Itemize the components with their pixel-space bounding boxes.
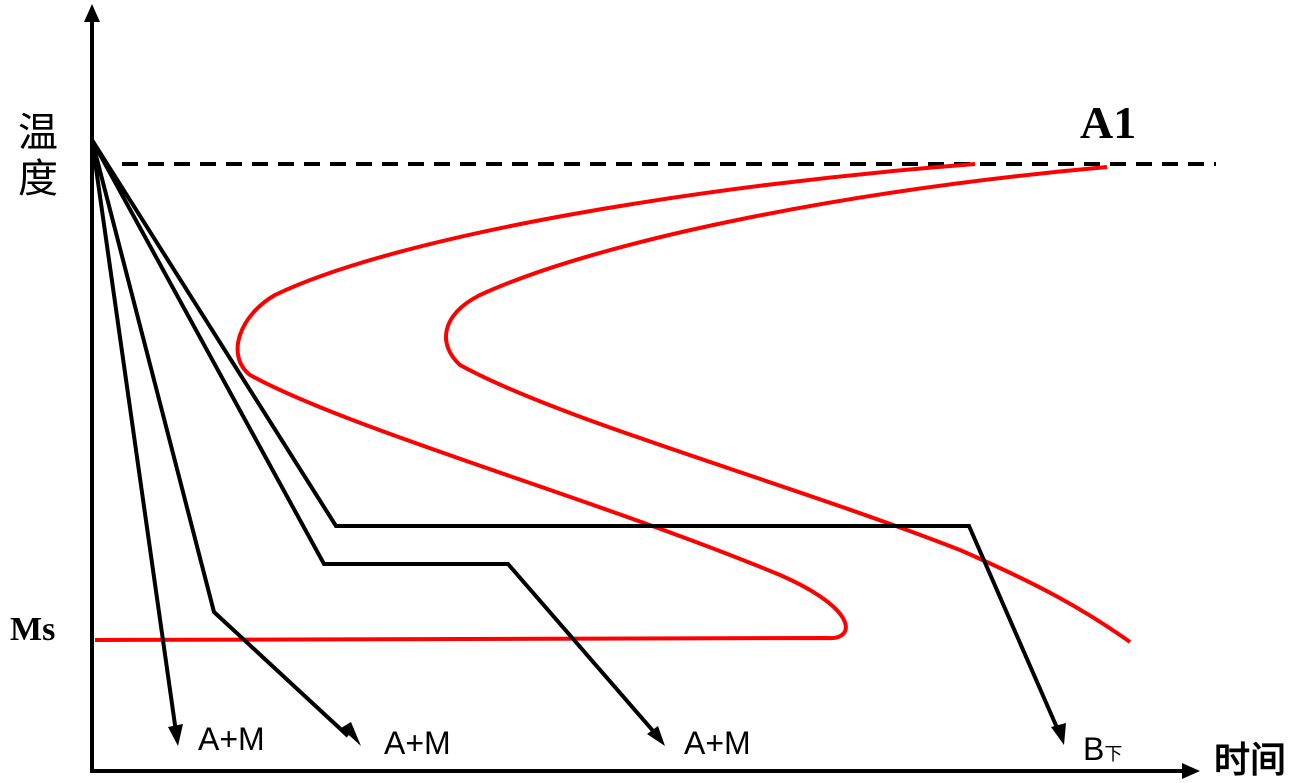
cooling-curve-3 xyxy=(90,139,656,734)
a1-label: A1 xyxy=(1080,97,1136,148)
product-label-3: A+M xyxy=(684,725,751,761)
ms-label: Ms xyxy=(10,611,55,648)
cooling-curve-1-arrowhead xyxy=(168,724,183,746)
product-label-4-main: B xyxy=(1083,731,1104,767)
y-axis-label-line-2: 度 xyxy=(18,156,58,202)
x-axis-label: 时间 xyxy=(1214,740,1286,781)
product-label-1: A+M xyxy=(198,721,265,757)
cooling-curve-4-arrowhead xyxy=(1051,723,1066,745)
cooling-curve-1 xyxy=(90,139,178,733)
cooling-curve-2-arrowhead xyxy=(341,722,361,746)
product-label-4-subscript: 下 xyxy=(1104,744,1122,765)
cooling-curve-3-arrowhead xyxy=(647,726,665,746)
cooling-curve-4 xyxy=(90,138,1060,731)
x-axis-arrowhead xyxy=(1182,763,1200,779)
product-label-2: A+M xyxy=(384,725,451,761)
y-axis-arrowhead xyxy=(84,4,100,22)
product-label-4: B下 xyxy=(1083,731,1122,767)
cooling-curve-2 xyxy=(90,139,350,738)
transformation-start-curve xyxy=(94,162,976,642)
y-axis-label-line-1: 温 xyxy=(18,110,58,156)
transformation-end-curve xyxy=(444,165,1132,644)
